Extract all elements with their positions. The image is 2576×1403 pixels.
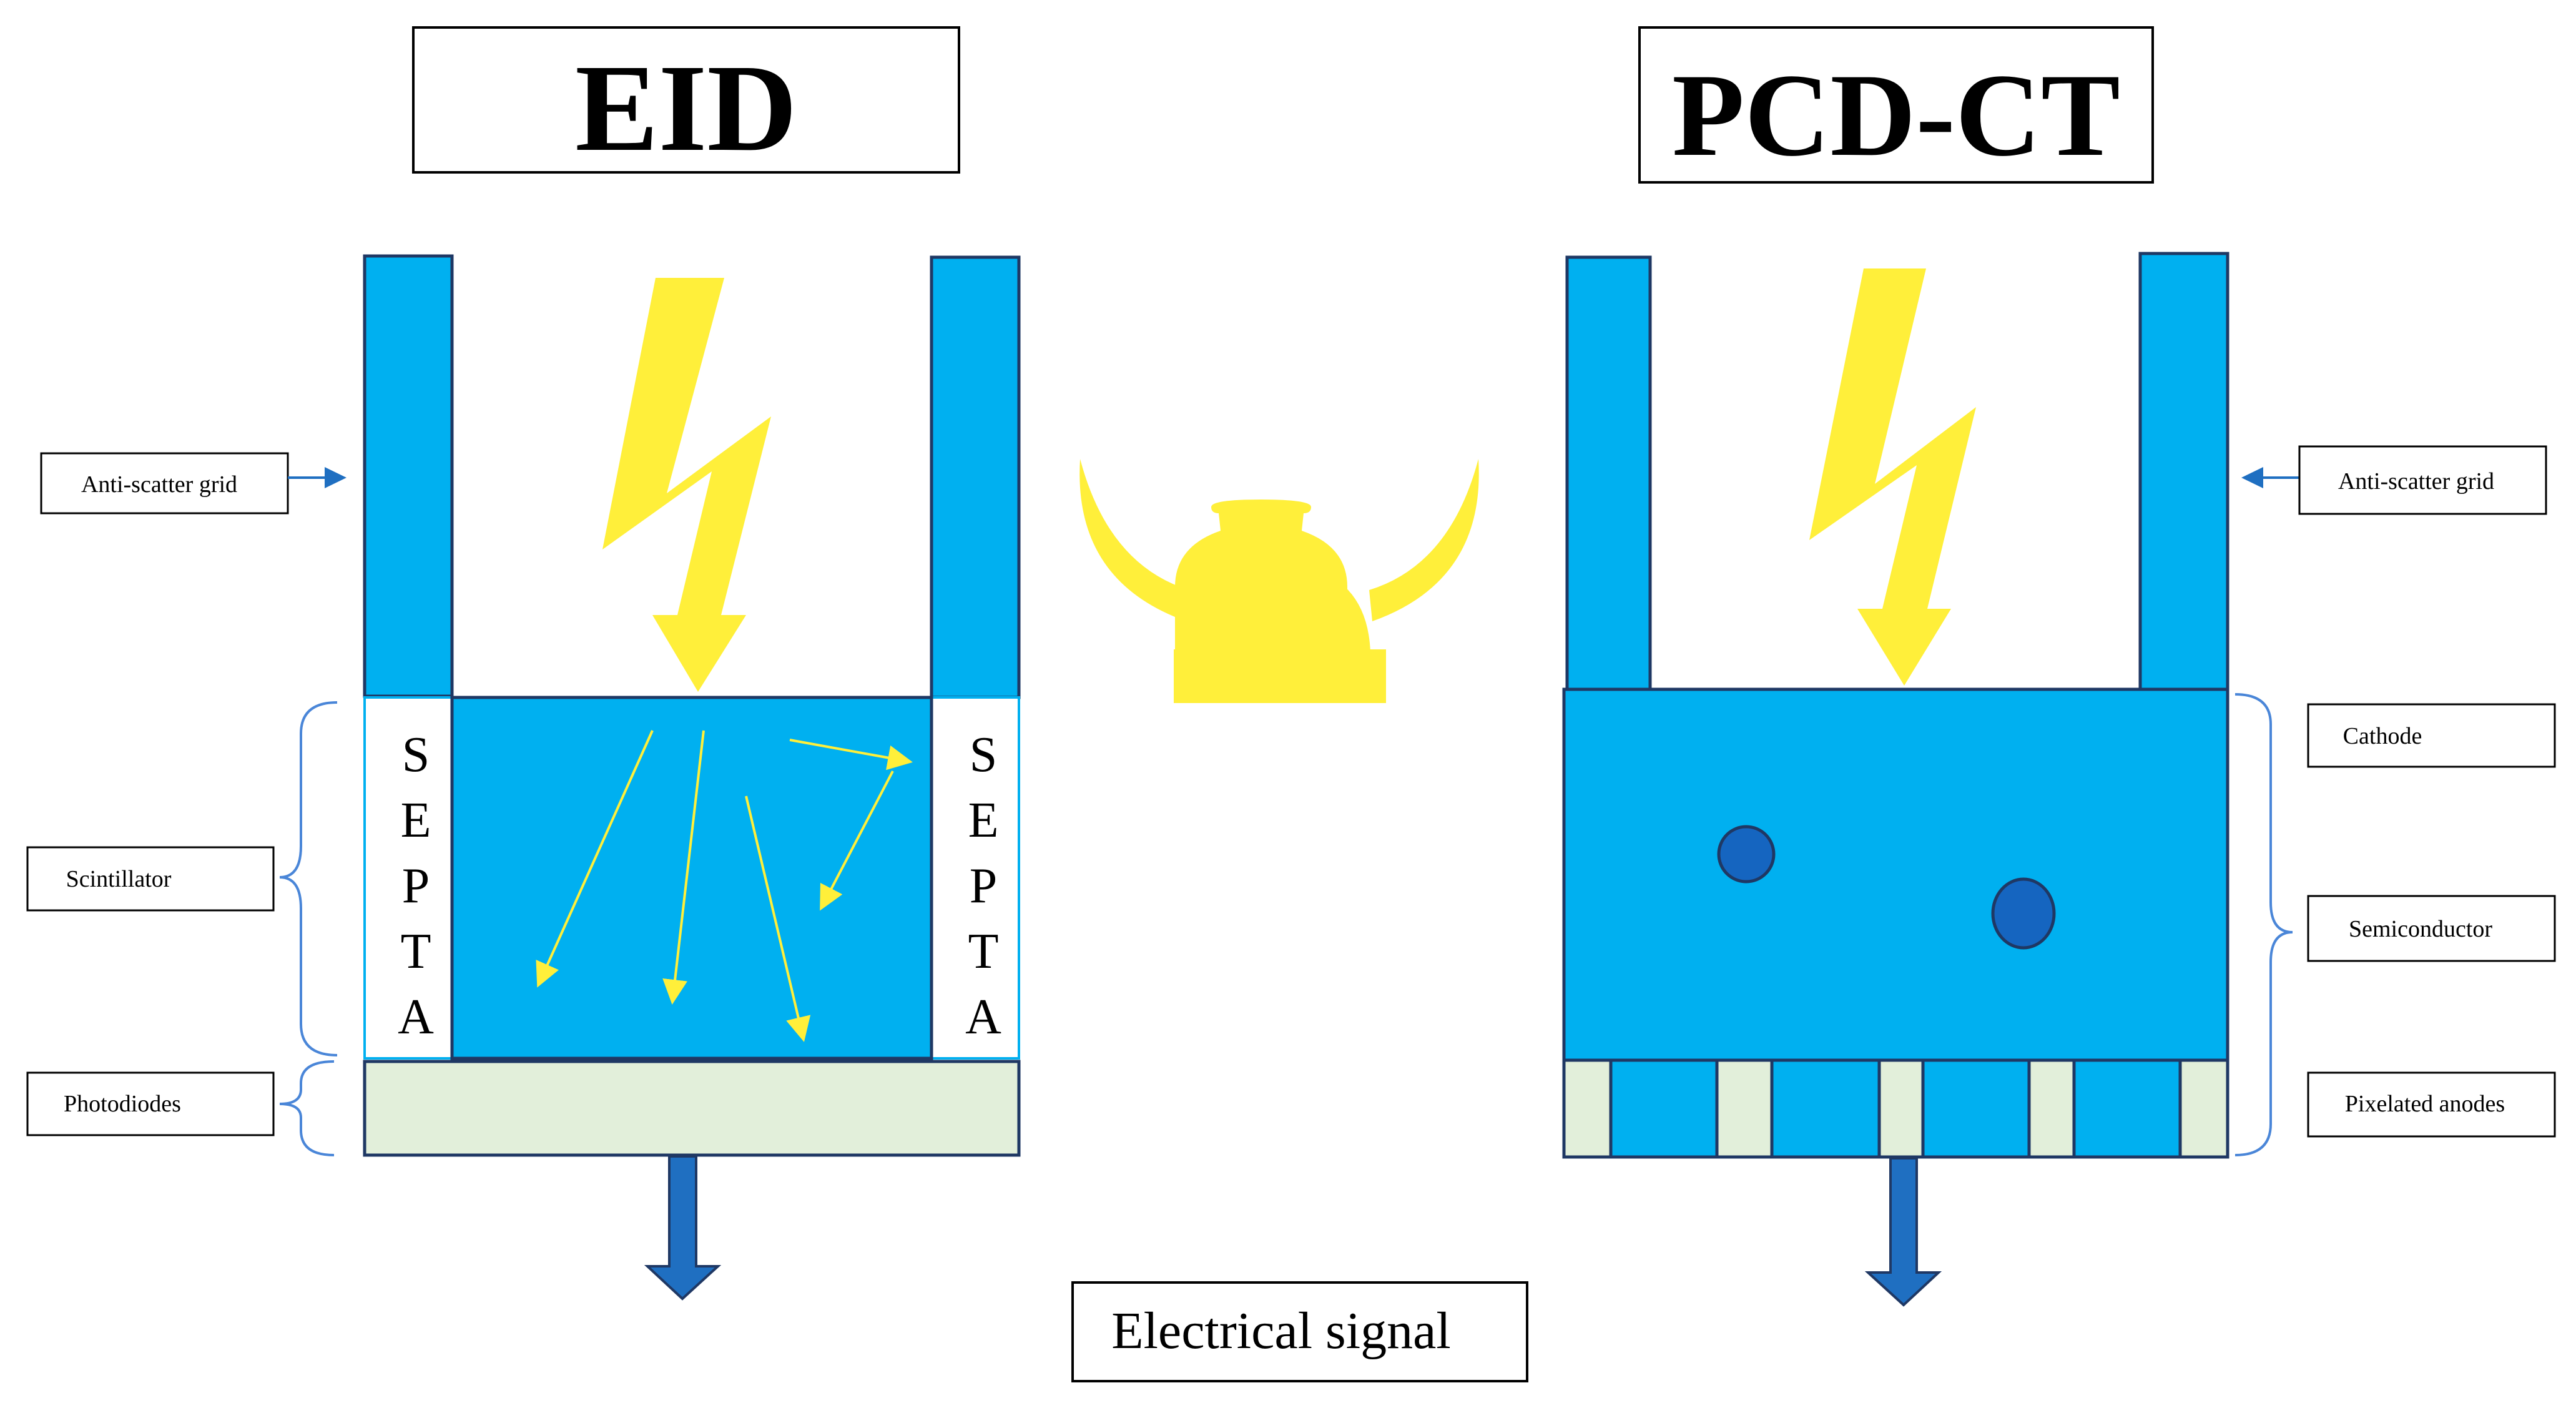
eid-septa-left bbox=[363, 696, 453, 1060]
septa-letter: S bbox=[970, 727, 998, 782]
svg-text:Semiconductor: Semiconductor bbox=[2349, 916, 2492, 942]
septa-letter: P bbox=[970, 859, 998, 913]
pcd-pixelated-anodes bbox=[1562, 1058, 2229, 1159]
svg-text:Scintillator: Scintillator bbox=[66, 866, 172, 892]
eid-light-scatter-arrows bbox=[536, 730, 913, 1042]
label-photodiodes: Photodiodes bbox=[26, 1071, 275, 1136]
septa-letter: E bbox=[401, 793, 431, 848]
svg-text:Anti-scatter grid: Anti-scatter grid bbox=[2338, 468, 2494, 495]
charge-carrier-dot bbox=[1991, 877, 2056, 950]
septa-letter: A bbox=[398, 990, 434, 1045]
label-electrical-signal: Electrical signal bbox=[1071, 1281, 1528, 1382]
svg-text:Cathode: Cathode bbox=[2343, 723, 2422, 749]
down-arrow-icon bbox=[644, 1155, 722, 1301]
bracket-photodiodes bbox=[279, 1060, 335, 1156]
lightning-bolt-icon bbox=[602, 278, 771, 692]
septa-letter: S bbox=[402, 727, 430, 782]
septa-letter: P bbox=[402, 859, 430, 913]
bracket-semiconductor bbox=[2234, 693, 2293, 1156]
septa-letter: T bbox=[968, 924, 999, 979]
eid-septa-letters-right: S E P T A bbox=[965, 727, 1001, 1045]
septa-letter: A bbox=[965, 990, 1001, 1045]
svg-text:Pixelated anodes: Pixelated anodes bbox=[2345, 1091, 2505, 1117]
svg-text:Photodiodes: Photodiodes bbox=[64, 1091, 181, 1117]
svg-text:Electrical signal: Electrical signal bbox=[1111, 1302, 1450, 1360]
label-pixelated-anodes: Pixelated anodes bbox=[2307, 1071, 2556, 1138]
bracket-scintillator bbox=[279, 701, 338, 1056]
title-box-pcd-ct: PCD-CT bbox=[1638, 26, 2154, 184]
label-anti-scatter-grid-right: Anti-scatter grid bbox=[2298, 445, 2547, 515]
viking-helmet-icon bbox=[1079, 459, 1479, 703]
pcd-grid-plate-left bbox=[1565, 255, 1652, 691]
eid-scintillator bbox=[450, 696, 933, 1060]
septa-letter: E bbox=[968, 793, 999, 848]
down-arrow-icon bbox=[1864, 1157, 1942, 1307]
charge-carrier-dot bbox=[1717, 825, 1776, 884]
eid-septa-letters-left: S E P T A bbox=[398, 727, 434, 1045]
title-eid: EID bbox=[575, 39, 797, 177]
label-scintillator: Scintillator bbox=[26, 846, 275, 912]
svg-text:Anti-scatter grid: Anti-scatter grid bbox=[81, 471, 237, 498]
pcd-grid-plate-right bbox=[2138, 252, 2229, 691]
right-arrow-icon bbox=[288, 467, 347, 488]
eid-photodiodes bbox=[363, 1060, 1021, 1157]
septa-letter: T bbox=[401, 924, 431, 979]
eid-septa-right bbox=[930, 696, 1020, 1060]
label-cathode: Cathode bbox=[2307, 703, 2556, 768]
left-arrow-icon bbox=[2241, 467, 2299, 488]
eid-grid-plate-left bbox=[363, 254, 454, 698]
label-anti-scatter-grid-left: Anti-scatter grid bbox=[40, 452, 289, 514]
label-semiconductor: Semiconductor bbox=[2307, 895, 2556, 962]
title-pcd-ct: PCD-CT bbox=[1672, 50, 2120, 181]
title-box-eid: EID bbox=[412, 26, 960, 177]
eid-grid-plate-right bbox=[930, 255, 1021, 699]
lightning-bolt-icon bbox=[1809, 268, 1976, 686]
pcd-semiconductor bbox=[1562, 687, 2229, 1062]
